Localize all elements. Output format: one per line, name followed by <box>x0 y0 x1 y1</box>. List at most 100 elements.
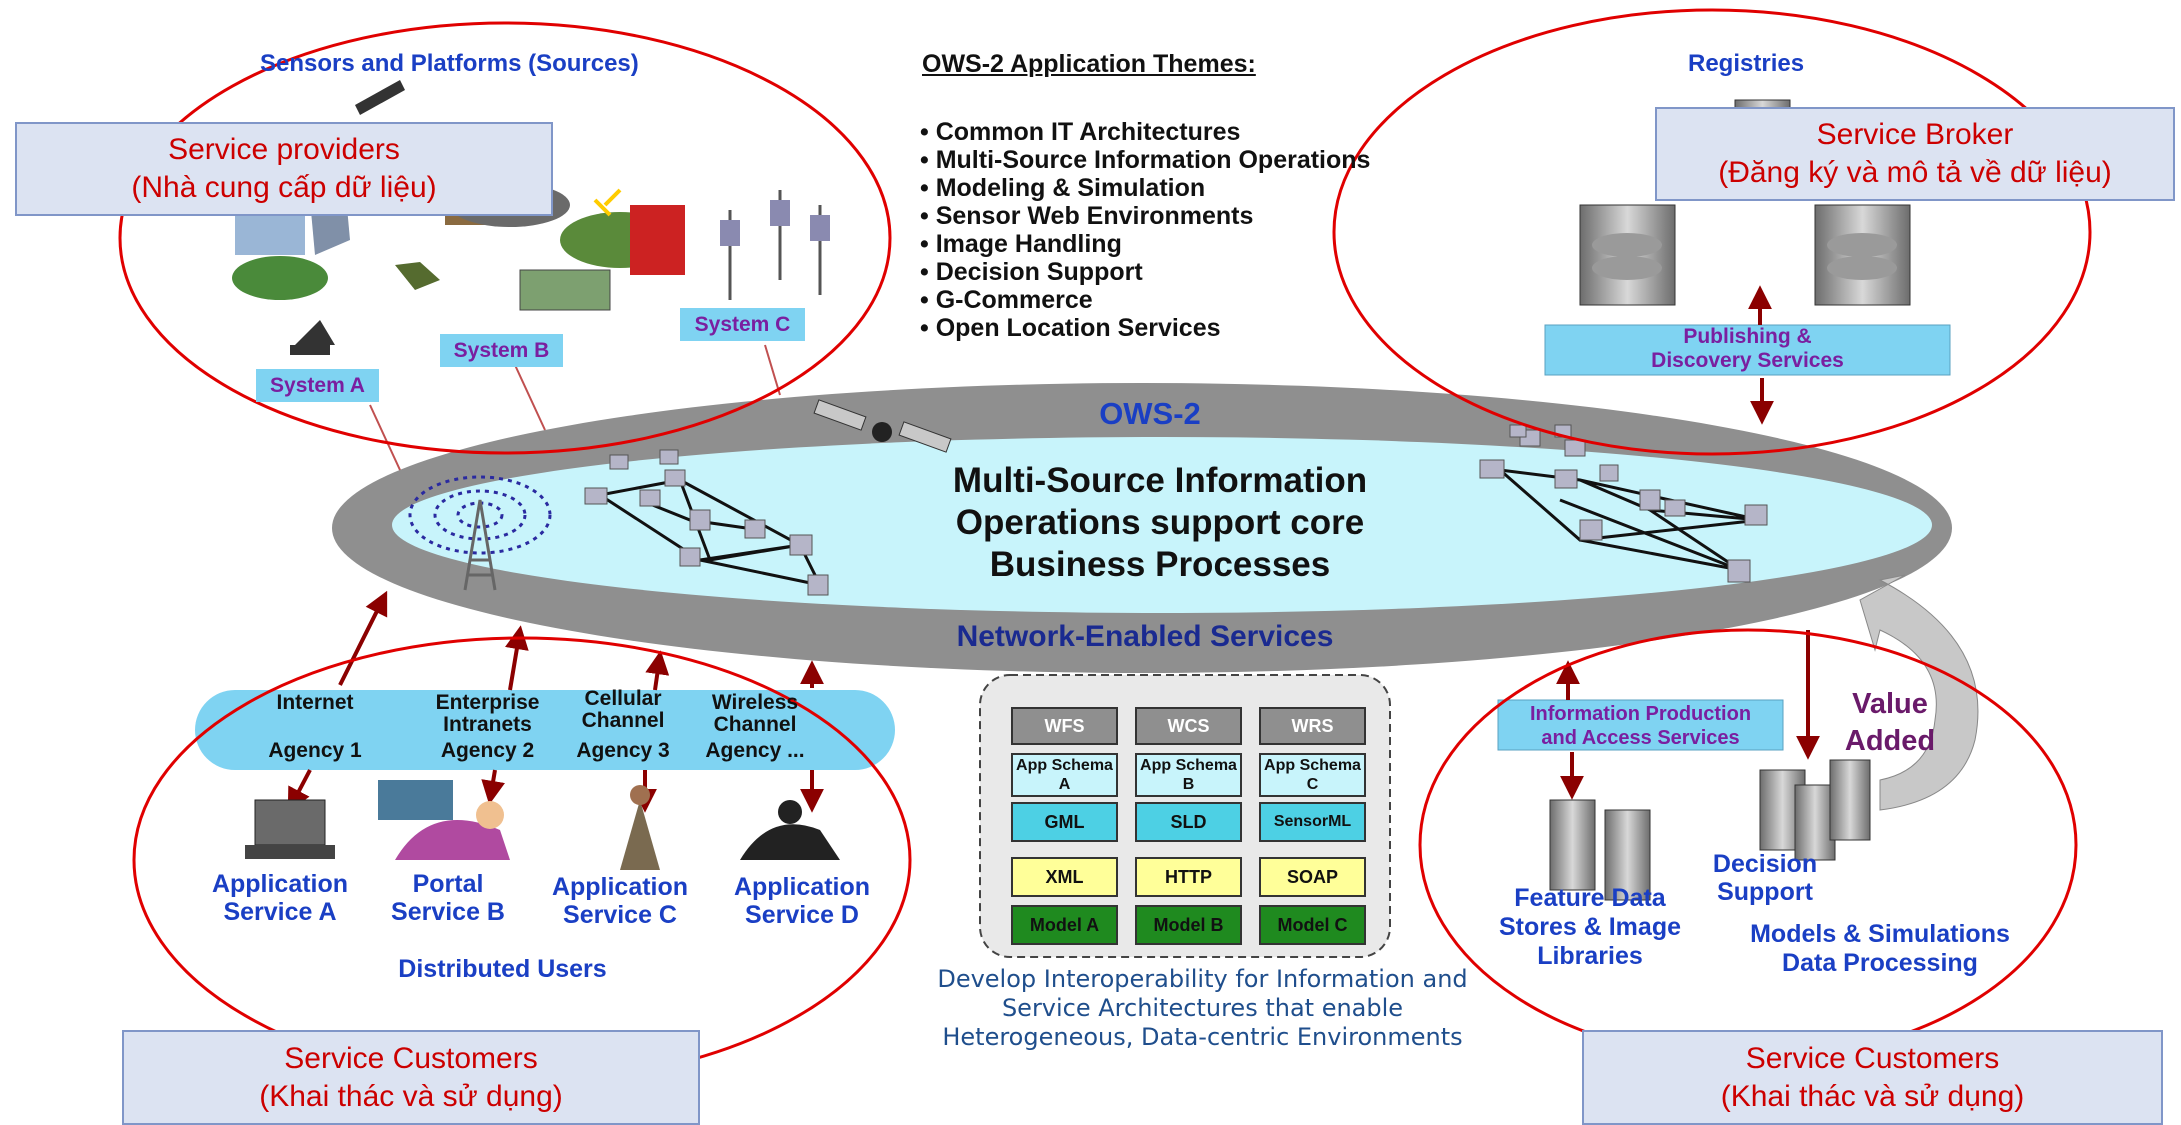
channel-name: Wireless <box>711 691 799 714</box>
app-line: Service D <box>745 901 859 929</box>
core-line: Operations support core <box>955 503 1365 542</box>
system-c-label: System C <box>680 308 805 341</box>
feature-line: Stores & Image <box>1498 913 1681 941</box>
value-added-label: Value Added <box>1815 686 1965 760</box>
callout-line: (Nhà cung cấp dữ liệu) <box>131 171 437 204</box>
info-line: Information Production <box>1529 703 1752 725</box>
theme-item: • Modeling & Simulation <box>920 174 1206 202</box>
stack-cell: App Schema A <box>1016 757 1113 793</box>
channel-name: Channel <box>581 709 665 732</box>
callout-line: Service Broker <box>1816 118 2014 151</box>
decision-line: Decision <box>1712 850 1818 878</box>
themes-title: OWS-2 Application Themes: <box>922 50 1256 78</box>
channel-name: Enterprise <box>435 691 540 714</box>
theme-item: • Common IT Architectures <box>920 118 1241 146</box>
feature-stores-icon <box>1549 799 1651 901</box>
core-ellipse <box>332 383 1952 673</box>
theme-item-label: Decision Support <box>935 258 1143 286</box>
theme-item-label: Multi-Source Information Operations <box>935 146 1371 174</box>
stack-cell: Model B <box>1153 915 1224 935</box>
stack-cell: WRS <box>1291 716 1334 736</box>
channel-name: Intranets <box>443 713 532 736</box>
stack-cell: HTTP <box>1165 867 1212 887</box>
network-nodes-right <box>1479 424 1768 583</box>
theme-item-label: Open Location Services <box>935 314 1221 342</box>
caption-line: Develop Interoperability for Information… <box>937 965 1468 993</box>
stack-cell: Model A <box>1029 915 1100 935</box>
channel-agency: Agency 3 <box>576 739 670 762</box>
publishing-line: Discovery Services <box>1651 349 1844 372</box>
channel-name: Channel <box>713 713 797 736</box>
callout-line: Service Customers <box>284 1041 538 1075</box>
channel-bar <box>195 690 895 770</box>
system-a-label: System A <box>256 369 379 402</box>
system-b-label: System B <box>440 334 563 367</box>
stack-boxes <box>1011 707 1366 945</box>
decision-support-label: Decision Support <box>1690 850 1840 906</box>
stack-cell: SensorML <box>1273 813 1352 830</box>
core-title: OWS-2 <box>1099 396 1201 431</box>
core-text: Multi-Source Information Operations supp… <box>850 460 1470 586</box>
feature-line: Libraries <box>1537 942 1643 970</box>
themes-list: • Common IT Architectures • Multi-Source… <box>920 118 1370 342</box>
stack-cell: WFS <box>1044 716 1085 736</box>
theme-item-label: Common IT Architectures <box>935 118 1241 146</box>
info-services-label: Information Production and Access Servic… <box>1498 702 1783 750</box>
app-line: Service A <box>223 898 337 926</box>
theme-item: • G-Commerce <box>920 286 1093 314</box>
channel-agency: Agency 2 <box>440 739 535 762</box>
models-line: Data Processing <box>1782 949 1978 977</box>
theme-item: • Multi-Source Information Operations <box>920 146 1371 174</box>
theme-item: • Sensor Web Environments <box>920 202 1254 230</box>
callout-line: (Khai thác và sử dụng) <box>259 1079 563 1113</box>
distributed-users-label: Distributed Users <box>398 955 607 983</box>
channel-internet: Internet Agency 1 <box>240 692 390 762</box>
info-services-box <box>1497 699 1784 751</box>
caption-line: Heterogeneous, Data-centric Environments <box>942 1023 1463 1051</box>
app-line: Portal <box>412 870 484 898</box>
network-nodes-left <box>584 449 829 596</box>
theme-item-label: Image Handling <box>935 230 1122 258</box>
app-line: Application <box>551 873 689 901</box>
radio-tower-icon <box>408 475 552 591</box>
sources-title: Sensors and Platforms (Sources) <box>260 50 639 77</box>
stack-cell: App Schema B <box>1140 757 1237 793</box>
app-line: Application <box>733 873 871 901</box>
value-line: Added <box>1844 725 1936 757</box>
stack-caption: Develop Interoperability for Information… <box>905 965 1500 1052</box>
channel-enterprise: Enterprise Intranets Agency 2 <box>410 692 565 762</box>
stack-cell: App Schema C <box>1264 757 1361 793</box>
theme-item-label: G-Commerce <box>935 286 1093 314</box>
registries-title: Registries <box>1688 50 1805 77</box>
callout-line: (Khai thác và sử dụng) <box>1720 1079 2025 1113</box>
callout-line: (Đăng ký và mô tả về dữ liệu) <box>1718 156 2112 189</box>
info-line: and Access Services <box>1541 727 1740 749</box>
stack-cell: Model C <box>1277 915 1348 935</box>
caption-line: Service Architectures that enable <box>1001 994 1404 1022</box>
channel-wireless: Wireless Channel Agency ... <box>680 692 830 762</box>
core-subtitle: Network-Enabled Services <box>956 620 1334 653</box>
service-customers-right-callout: Service Customers (Khai thác và sử dụng) <box>1582 1030 2163 1125</box>
stack-cell: GML <box>1044 812 1085 832</box>
app-line: Service B <box>391 898 505 926</box>
satellite-icon <box>813 399 952 453</box>
callout-line: Service providers <box>168 133 400 166</box>
publishing-box <box>1544 324 1951 376</box>
stack-cell: WCS <box>1167 716 1210 736</box>
system-connectors <box>369 344 781 471</box>
theme-item: • Open Location Services <box>920 314 1221 342</box>
stack-cell: SOAP <box>1286 867 1338 887</box>
models-line: Models & Simulations <box>1750 920 2010 948</box>
feature-stores-label: Feature Data Stores & Image Libraries <box>1470 884 1710 971</box>
channel-name: Internet <box>276 691 354 714</box>
theme-item: • Image Handling <box>920 230 1122 258</box>
channel-agency: Agency 1 <box>268 739 362 762</box>
app-line: Application <box>211 870 349 898</box>
channel-name: Cellular <box>584 687 662 710</box>
app-line: Service C <box>563 901 677 929</box>
decision-line: Support <box>1717 878 1813 906</box>
